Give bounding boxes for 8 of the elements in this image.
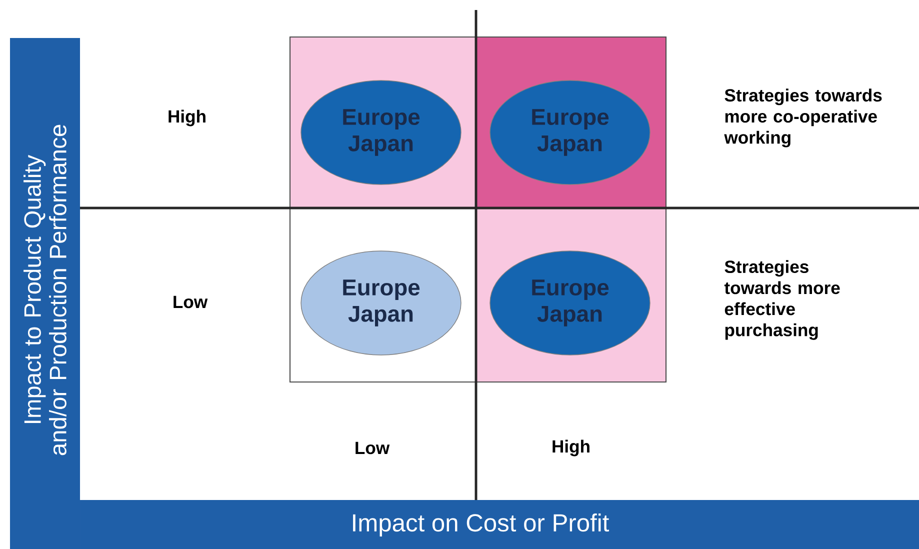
axis-value: Low	[174, 296, 208, 308]
axis-title: Impact to Product Quality and/or Production Performance	[24, 124, 66, 456]
axis-value: High	[168, 110, 206, 126]
strategy-note: Strategies towards more effective purchasing	[724, 260, 840, 340]
axis-title: Impact on Cost or Profit	[353, 514, 610, 536]
axis-value: Low	[356, 442, 390, 454]
axis-value: High	[552, 440, 590, 456]
strategy-note: Strategies towards more co-operative working	[724, 88, 882, 148]
